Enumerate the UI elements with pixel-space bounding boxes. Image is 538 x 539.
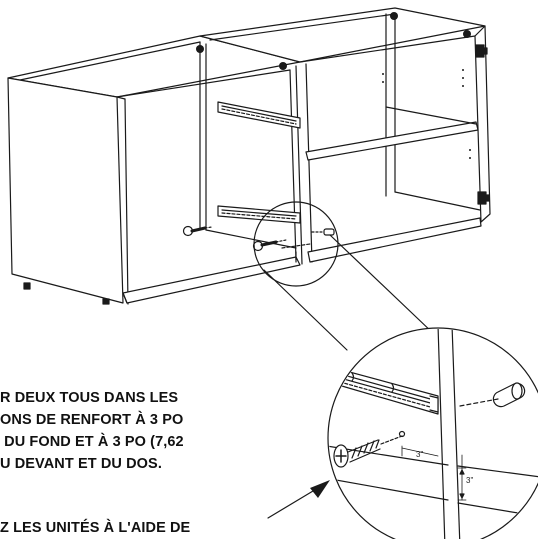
foot-front-right: [102, 298, 110, 305]
instruction-line-1: R DEUX TOUS DANS LES: [0, 390, 179, 406]
left-cabinet: [7, 35, 303, 305]
instruction-line-4: U DEVANT ET DU DOS.: [0, 456, 162, 472]
screw-front: [252, 239, 287, 252]
hinge-lower: [477, 191, 490, 205]
left-cabinet-left-side: [7, 77, 124, 304]
connector-bolt: [311, 228, 335, 236]
cam-holes: [196, 12, 471, 70]
detail-callout: [327, 327, 538, 539]
stiffener-bracket-lower: [217, 205, 301, 224]
hinge-upper: [475, 44, 488, 58]
right-cabinet-shelf: [305, 121, 479, 161]
dimension-label-horizontal: 3": [416, 450, 424, 459]
instruction-line-2: ONS DE RENFORT À 3 PO: [0, 412, 184, 428]
detail-circle-small: [253, 201, 339, 287]
instruction-text: R DEUX TOUS DANS LES ONS DE RENFORT À 3 …: [0, 387, 184, 475]
dimension-label-vertical: 3": [466, 476, 474, 485]
screw-left: [182, 225, 213, 237]
pointer-arrow: [267, 480, 330, 519]
stiffener-bracket-upper: [217, 101, 301, 129]
foot-front-left: [23, 282, 31, 290]
right-cabinet-bottom: [307, 217, 482, 263]
instruction-next-line: Z LES UNITÉS À L'AIDE DE: [0, 520, 191, 536]
instruction-line-3: DU FOND ET À 3 PO (7,62: [0, 434, 184, 450]
right-cabinet-right-side: [474, 25, 491, 223]
right-cabinet: [199, 7, 491, 263]
